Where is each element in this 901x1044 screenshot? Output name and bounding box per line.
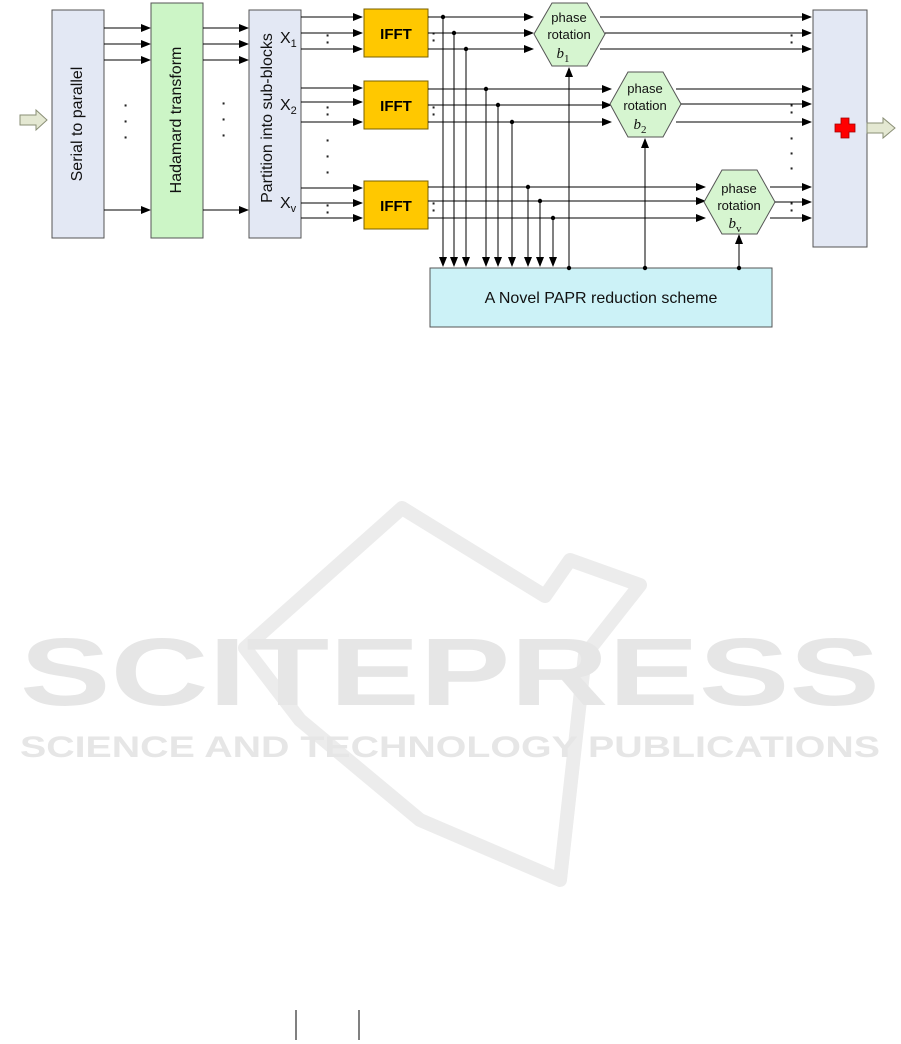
svg-text:·: · <box>326 34 331 50</box>
svg-text:·: · <box>790 34 795 50</box>
partition-to-ifft-wires <box>301 17 362 218</box>
svg-text:rotation: rotation <box>623 98 666 113</box>
svg-text:·: · <box>326 148 331 164</box>
svg-text:·: · <box>222 95 227 111</box>
papr-reduction-block: A Novel PAPR reduction scheme <box>430 268 772 327</box>
phase-rotation-block-2: phase rotation b2 <box>610 72 681 137</box>
svg-text:·: · <box>326 106 331 122</box>
svg-text:·: · <box>790 145 795 161</box>
ellipsis-3: · <box>124 129 129 145</box>
svg-text:·: · <box>790 130 795 146</box>
ifft-label-1: IFFT <box>380 26 412 43</box>
watermark-subtitle: SCIENCE AND TECHNOLOGY PUBLICATIONS <box>20 731 880 764</box>
svg-text:·: · <box>432 106 437 122</box>
output-arrow-icon <box>867 118 895 138</box>
svg-text:phase: phase <box>721 181 756 196</box>
input-arrow-icon <box>20 110 47 130</box>
svg-text:·: · <box>790 160 795 176</box>
hadamard-transform-block: Hadamard transform <box>151 3 203 238</box>
svg-text:·: · <box>790 202 795 218</box>
phase-rotation-block-v: phase rotation bv <box>704 170 775 235</box>
svg-text:·: · <box>326 164 331 180</box>
combiner-block <box>813 10 867 247</box>
svg-text:·: · <box>222 127 227 143</box>
svg-text:·: · <box>222 111 227 127</box>
hadamard-transform-label: Hadamard transform <box>168 47 185 194</box>
partition-label: Partition into sub-blocks <box>259 33 276 203</box>
ifft-block-1: IFFT <box>364 9 428 57</box>
papr-tap-wires <box>441 15 555 266</box>
ellipsis-1: · <box>124 97 129 113</box>
papr-reduction-label: A Novel PAPR reduction scheme <box>485 290 718 307</box>
scitepress-watermark: SCITEPRESS SCIENCE AND TECHNOLOGY PUBLIC… <box>20 508 880 880</box>
svg-text:·: · <box>432 202 437 218</box>
serial-to-parallel-label: Serial to parallel <box>69 67 86 182</box>
svg-text:rotation: rotation <box>547 27 590 42</box>
svg-text:rotation: rotation <box>717 198 760 213</box>
phase-rotation-block-1: phase rotation b1 <box>534 3 605 66</box>
svg-text:·: · <box>790 104 795 120</box>
ifft-label-2: IFFT <box>380 98 412 115</box>
ifft-block-v: IFFT <box>364 181 428 229</box>
svg-text:·: · <box>326 132 331 148</box>
svg-text:phase: phase <box>551 10 586 25</box>
ifft-label-v: IFFT <box>380 198 412 215</box>
ifft-block-2: IFFT <box>364 81 428 129</box>
svg-text:·: · <box>432 32 437 48</box>
svg-text:·: · <box>326 204 331 220</box>
serial-to-parallel-block: Serial to parallel <box>52 10 104 238</box>
svg-text:phase: phase <box>627 81 662 96</box>
ellipsis-2: · <box>124 113 129 129</box>
watermark-title: SCITEPRESS <box>20 619 880 726</box>
